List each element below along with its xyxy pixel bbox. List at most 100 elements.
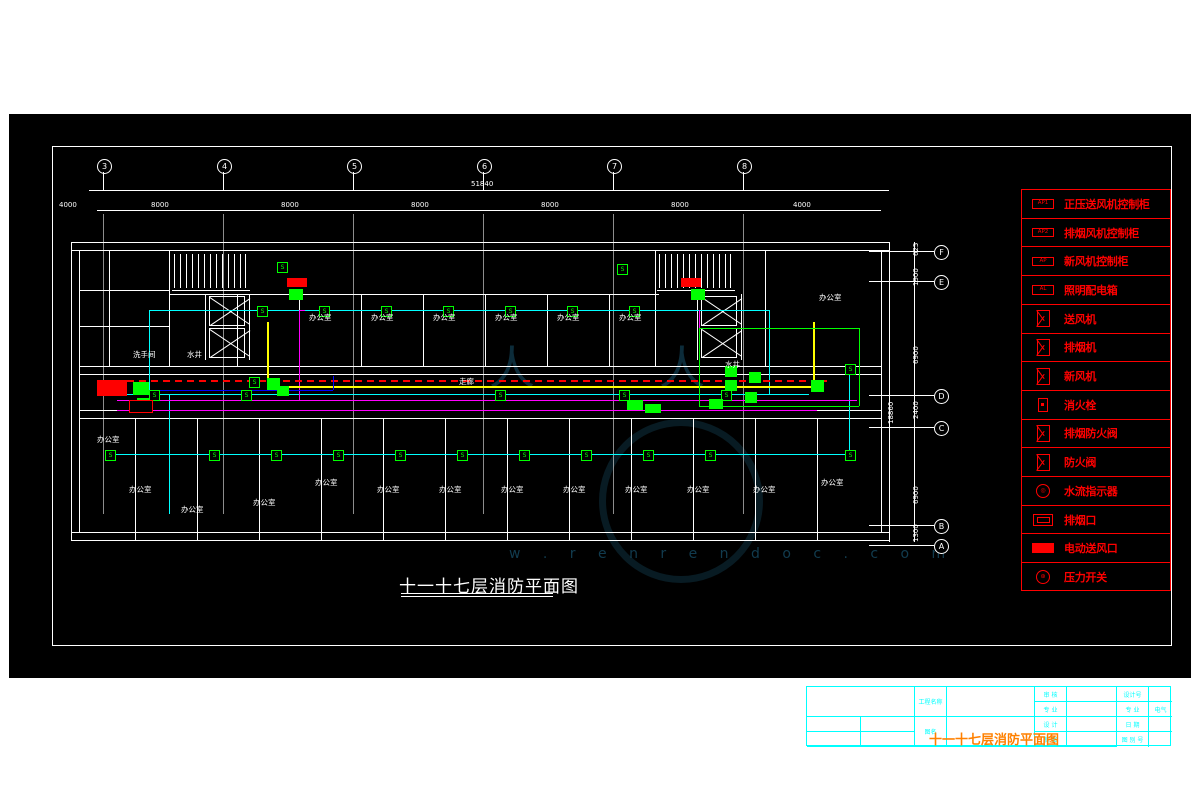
corridor-wall-lower2 (79, 418, 881, 419)
device-detector[interactable]: S (567, 306, 578, 317)
hydrant-upper-left[interactable] (287, 278, 307, 287)
legend-item-7: 消火栓 (1022, 391, 1170, 420)
equipment-block-c[interactable] (725, 380, 737, 391)
room-label-office: 办公室 (625, 485, 648, 494)
pressure-switch-icon: ⊛ (1022, 570, 1064, 585)
building-outline-top (71, 242, 889, 243)
equipment-block-g[interactable] (627, 400, 643, 410)
device-detector[interactable]: S (619, 390, 630, 401)
partition-u6 (485, 294, 486, 366)
building-outline-bottom (71, 540, 889, 541)
device-detector[interactable]: S (581, 450, 592, 461)
equipment-block-d[interactable] (749, 372, 761, 383)
device-detector[interactable]: S (105, 450, 116, 461)
equipment-vent[interactable] (645, 404, 661, 413)
legend-item-3: AL 照明配电箱 (1022, 276, 1170, 305)
device-detector[interactable]: S (319, 306, 330, 317)
supply-fan-icon (1022, 310, 1064, 328)
fire-bus-left (699, 328, 700, 406)
equipment-damper-right[interactable] (811, 380, 824, 392)
power-branch-a (299, 310, 305, 311)
cabinet-ap1[interactable] (97, 380, 127, 396)
grid-leader-C (869, 427, 934, 428)
partition-l8 (631, 418, 632, 540)
room-label-water-shaft: 水井 (187, 350, 202, 359)
room-label-office: 办公室 (753, 485, 776, 494)
legend-label: 水流指示器 (1064, 484, 1118, 498)
device-detector[interactable]: S (617, 264, 628, 275)
device-detector[interactable]: S (257, 306, 268, 317)
tb-blank-3 (861, 717, 915, 732)
device-detector[interactable]: S (271, 450, 282, 461)
equipment-panel-left[interactable] (133, 382, 149, 395)
partition-u1 (169, 250, 170, 366)
power-loop-secondary (117, 410, 817, 411)
grid-bubble-8: 8 (737, 159, 752, 174)
elevator-shaft-left-1 (209, 296, 245, 326)
legend-label: 消火栓 (1064, 398, 1097, 412)
equipment-block-f[interactable] (709, 399, 723, 409)
tb-drawing-label: 图名 (915, 717, 947, 747)
tb-row1-left-value (1067, 702, 1117, 717)
device-detector[interactable]: S (845, 364, 856, 375)
stair-right (659, 254, 731, 288)
device-detector[interactable]: S (629, 306, 640, 317)
tb-row1-right-value: 电气 (1149, 702, 1172, 717)
device-detector[interactable]: S (443, 306, 454, 317)
room-label-office: 办公室 (181, 505, 204, 514)
elevator-shaft-right-1 (701, 296, 737, 326)
legend-label: 正压送风机控制柜 (1064, 197, 1150, 211)
top-dim-0: 4000 (59, 201, 77, 209)
watermark-text: w . r e n r e n d o c . c o m (509, 546, 955, 562)
grid-bubble-3: 3 (97, 159, 112, 174)
grid-leader-5 (353, 172, 354, 190)
grid-bubble-C: C (934, 421, 949, 436)
device-detector[interactable]: S (495, 390, 506, 401)
legend-label: 新风机 (1064, 370, 1097, 384)
device-detector[interactable]: S (505, 306, 516, 317)
axis-line-3 (103, 214, 104, 514)
building-outline-bottom-inner (71, 532, 889, 533)
equipment-block-b[interactable] (725, 366, 737, 377)
building-outline-left (71, 242, 72, 540)
page-title: 十一十七层消防平面图 (399, 577, 579, 597)
top-dim-4: 8000 (541, 201, 559, 209)
room-label-office: 办公室 (619, 313, 642, 322)
device-detector[interactable]: S (395, 450, 406, 461)
watermark-char-left: 人 (489, 341, 535, 395)
equipment-fan-right[interactable] (691, 289, 705, 300)
device-detector[interactable]: S (209, 450, 220, 461)
fire-bus-top (699, 328, 859, 329)
device-detector[interactable]: S (643, 450, 654, 461)
equipment-block-e[interactable] (745, 392, 757, 403)
legend-item-0: AP1 正压送风机控制柜 (1022, 190, 1170, 219)
room-label-office: 办公室 (821, 478, 844, 487)
grid-bubble-D: D (934, 389, 949, 404)
equipment-fan-left[interactable] (289, 289, 303, 300)
room-label-office: 办公室 (501, 485, 524, 494)
device-detector[interactable]: S (381, 306, 392, 317)
blue-branch-riser (333, 376, 334, 390)
room-label-restroom: 洗手间 (133, 350, 156, 359)
tb-row2-left: 设 计 (1035, 717, 1067, 732)
cabinet-ap[interactable] (129, 400, 153, 413)
fire-bus-right (859, 328, 860, 406)
device-detector[interactable]: S (845, 450, 856, 461)
tb-row3-right: 图 别 号 (1117, 732, 1149, 747)
device-detector[interactable]: S (277, 262, 288, 273)
legend-item-12: 电动送风口 (1022, 534, 1170, 564)
device-detector[interactable]: S (519, 450, 530, 461)
device-detector[interactable]: S (457, 450, 468, 461)
smoke-exhaust-fan-icon (1022, 338, 1064, 356)
equipment-damper-left[interactable] (267, 378, 280, 390)
device-detector[interactable]: S (249, 377, 260, 388)
building-outline-right (889, 242, 890, 540)
overall-dimension-label: 51840 (471, 180, 493, 188)
partition-u4 (361, 294, 362, 366)
device-detector[interactable]: S (241, 390, 252, 401)
hydrant-upper-right[interactable] (681, 278, 701, 287)
device-detector[interactable]: S (333, 450, 344, 461)
device-detector[interactable]: S (149, 390, 160, 401)
equipment-block-a[interactable] (277, 386, 289, 396)
device-detector[interactable]: S (705, 450, 716, 461)
